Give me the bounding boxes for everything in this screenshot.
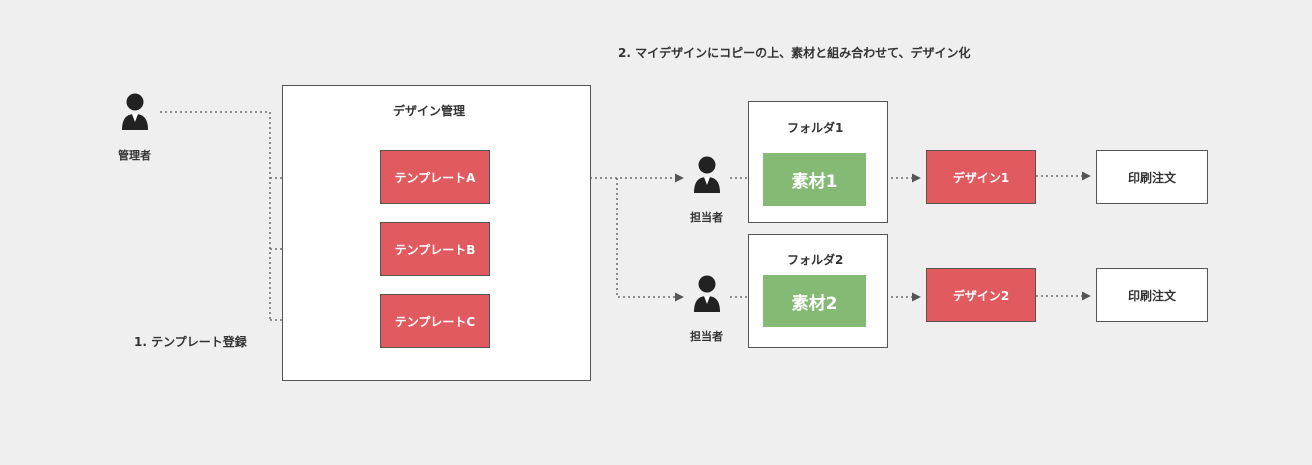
template-a[interactable]: テンプレートA <box>380 150 490 204</box>
design1[interactable]: デザイン1 <box>926 150 1036 204</box>
admin-label: 管理者 <box>118 149 151 162</box>
staff2-label: 担当者 <box>690 330 723 343</box>
person-icon <box>692 155 722 195</box>
print-order-2[interactable]: 印刷注文 <box>1096 268 1208 322</box>
step2-caption: 2. マイデザインにコピーの上、素材と組み合わせて、デザイン化 <box>618 46 971 60</box>
print-order-1[interactable]: 印刷注文 <box>1096 150 1208 204</box>
material1[interactable]: 素材1 <box>763 153 866 206</box>
template-c[interactable]: テンプレートC <box>380 294 490 348</box>
staff1-label: 担当者 <box>690 211 723 224</box>
design-management-title: デザイン管理 <box>393 104 466 118</box>
step1-caption: 1. テンプレート登録 <box>134 335 247 349</box>
folder1-title: フォルダ1 <box>787 121 844 135</box>
material2[interactable]: 素材2 <box>763 275 866 327</box>
template-b[interactable]: テンプレートB <box>380 222 490 276</box>
person-icon <box>120 92 150 132</box>
person-icon <box>692 274 722 314</box>
folder2-title: フォルダ2 <box>787 253 844 267</box>
design2[interactable]: デザイン2 <box>926 268 1036 322</box>
